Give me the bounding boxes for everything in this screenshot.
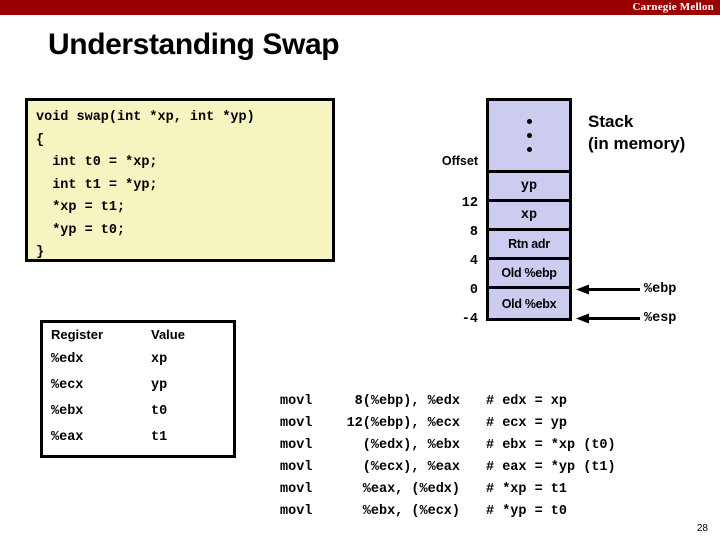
assembly-comment: # edx = xp (486, 394, 568, 409)
assembly-opcode: movl (280, 394, 313, 409)
assembly-operands: (%edx), %ebx (362, 438, 460, 453)
register-value-table: Register Value %edx xp %ecx yp %ebx t0 %… (40, 320, 236, 458)
assembly-row: movl 8(%ebp), %edx # edx = xp (280, 391, 616, 413)
offset-label-0: 0 (469, 283, 478, 298)
stack-cell-old-ebp: Old %ebp (489, 260, 569, 289)
stack-diagram: Offset 12 8 4 0 -4 yp xp Rtn adr Old %eb… (400, 98, 720, 348)
offset-label-minus-4: -4 (461, 312, 478, 327)
offset-column-title: Offset (441, 154, 478, 168)
assembly-operands: %ebx, (%ecx) (362, 504, 460, 519)
esp-arrow-icon (576, 313, 640, 324)
stack-cell-label: yp (520, 178, 538, 194)
assembly-comment: # *xp = t1 (486, 482, 568, 497)
stack-column: yp xp Rtn adr Old %ebp Old %ebx (486, 98, 572, 321)
esp-pointer-label: %esp (644, 311, 677, 326)
ellipsis-dot-icon (526, 147, 532, 152)
stack-cell-return-address: Rtn adr (489, 231, 569, 260)
column-header-value: Value (151, 327, 185, 342)
assembly-listing: movl 8(%ebp), %edx # edx = xp movl 12(%ebp)… (280, 391, 616, 523)
ellipsis-dot-icon (526, 119, 532, 124)
page-number: 28 (696, 523, 708, 534)
stack-cell-old-ebx: Old %ebx (489, 289, 569, 318)
c-source-code-box: void swap(int *xp, int *yp) { int t0 = *… (25, 98, 335, 262)
assembly-opcode: movl (280, 438, 313, 453)
assembly-operands: 8(%ebp), %edx (354, 394, 460, 409)
stack-cell-label: xp (520, 207, 538, 223)
assembly-comment: # ebx = *xp (t0) (486, 438, 616, 453)
brand-label: Carnegie Mellon (632, 1, 714, 13)
assembly-opcode: movl (280, 482, 313, 497)
table-row: %ebx t0 (43, 404, 233, 429)
assembly-comment: # eax = *yp (t1) (486, 460, 616, 475)
stack-cell-label: Rtn adr (508, 237, 550, 251)
register-name: %eax (51, 430, 84, 445)
table-row: %ecx yp (43, 378, 233, 403)
c-source-code-text: void swap(int *xp, int *yp) { int t0 = *… (36, 110, 255, 260)
register-value: t0 (151, 404, 168, 419)
ellipsis-dot-icon (526, 133, 532, 138)
ebp-pointer-label: %ebp (644, 282, 677, 297)
offset-label-4: 4 (469, 254, 478, 269)
stack-cell-label: Old %ebx (501, 296, 557, 311)
register-name: %ebx (51, 404, 84, 419)
assembly-operands: %eax, (%edx) (362, 482, 460, 497)
assembly-comment: # ecx = yp (486, 416, 568, 431)
assembly-comment: # *yp = t0 (486, 504, 568, 519)
assembly-row: movl 12(%ebp), %ecx # ecx = yp (280, 413, 616, 435)
table-header-row: Register Value (43, 327, 233, 352)
assembly-row: movl %ebx, (%ecx) # *yp = t0 (280, 501, 616, 523)
page-title: Understanding Swap (48, 28, 340, 61)
register-name: %edx (51, 352, 84, 367)
table-row: %eax t1 (43, 430, 233, 455)
stack-cell-label: Old %ebp (501, 266, 557, 280)
assembly-opcode: movl (280, 416, 313, 431)
assembly-row: movl %eax, (%edx) # *xp = t1 (280, 479, 616, 501)
assembly-operands: 12(%ebp), %ecx (346, 416, 460, 431)
stack-heading: Stack (in memory) (588, 112, 686, 153)
assembly-opcode: movl (280, 460, 313, 475)
offset-label-8: 8 (469, 225, 478, 240)
assembly-row: movl (%edx), %ebx # ebx = *xp (t0) (280, 435, 616, 457)
register-value: t1 (151, 430, 168, 445)
stack-cell-yp: yp (489, 173, 569, 202)
stack-cell-ellipsis (489, 101, 569, 173)
assembly-opcode: movl (280, 504, 313, 519)
assembly-operands: (%ecx), %eax (362, 460, 460, 475)
assembly-row: movl (%ecx), %eax # eax = *yp (t1) (280, 457, 616, 479)
header-bar (0, 0, 720, 15)
offset-label-12: 12 (461, 196, 478, 211)
table-row: %edx xp (43, 352, 233, 377)
register-name: %ecx (51, 378, 84, 393)
register-value: yp (151, 378, 168, 393)
stack-cell-xp: xp (489, 202, 569, 231)
register-value: xp (151, 352, 168, 367)
column-header-register: Register (51, 327, 104, 342)
ebp-arrow-icon (576, 284, 640, 295)
